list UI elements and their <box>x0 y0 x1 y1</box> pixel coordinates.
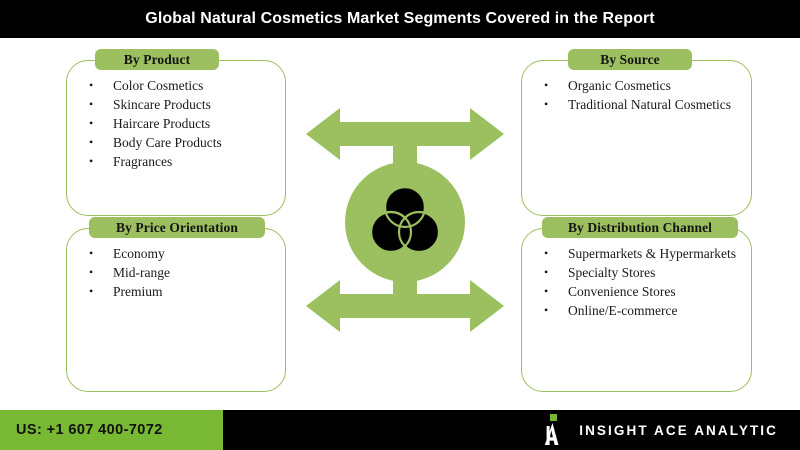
segment-panel-by-distribution-channel: By Distribution Channel Supermarkets & H… <box>521 217 752 392</box>
panel-header-by-price-orientation: By Price Orientation <box>89 217 265 238</box>
list-item: Supermarkets & Hypermarkets <box>540 244 741 264</box>
list-item: Convenience Stores <box>540 282 741 302</box>
panel-title: By Distribution Channel <box>567 219 713 235</box>
footer-phone-number: US: +1 607 400-7072 <box>16 422 163 438</box>
list-item: Economy <box>85 244 275 264</box>
list-item: Body Care Products <box>85 133 275 153</box>
list-item: Organic Cosmetics <box>540 76 741 96</box>
panel-header-by-source: By Source <box>568 49 692 70</box>
segment-panel-by-product: By Product Color Cosmetics Skincare Prod… <box>66 49 286 216</box>
list-item: Skincare Products <box>85 95 275 115</box>
brand-name-text: INSIGHT ACE ANALYTIC <box>579 422 778 438</box>
list-item: Specialty Stores <box>540 263 741 283</box>
footer-brand: INSIGHT ACE ANALYTIC <box>541 410 778 450</box>
list-item: Color Cosmetics <box>85 76 275 96</box>
center-hub <box>300 100 510 340</box>
panel-header-by-product: By Product <box>95 49 219 70</box>
panel-title: By Price Orientation <box>116 219 238 235</box>
list-item: Mid-range <box>85 263 275 283</box>
segment-panel-by-source: By Source Organic Cosmetics Traditional … <box>521 49 752 216</box>
arrow-top-right-icon <box>405 108 504 160</box>
list-item: Fragrances <box>85 152 275 172</box>
panel-header-by-distribution-channel: By Distribution Channel <box>542 217 738 238</box>
title-bar: Global Natural Cosmetics Market Segments… <box>0 0 800 38</box>
page-title: Global Natural Cosmetics Market Segments… <box>145 10 655 27</box>
panel-item-list: Organic Cosmetics Traditional Natural Co… <box>522 76 751 115</box>
insight-ace-analytic-logo-icon <box>541 414 565 446</box>
arrow-bottom-right-icon <box>405 280 504 332</box>
venn-three-circles-icon <box>369 185 441 254</box>
arrow-top-left-icon <box>306 108 405 160</box>
panel-item-list: Supermarkets & Hypermarkets Specialty St… <box>522 244 751 321</box>
arrow-bottom-left-icon <box>306 280 405 332</box>
list-item: Online/E-commerce <box>540 301 741 321</box>
list-item: Premium <box>85 282 275 302</box>
segment-panel-by-price-orientation: By Price Orientation Economy Mid-range P… <box>66 217 286 392</box>
panel-item-list: Color Cosmetics Skincare Products Hairca… <box>67 76 285 172</box>
panel-title: By Product <box>123 51 191 67</box>
footer-bar: US: +1 607 400-7072 INSIGHT ACE ANALYTIC <box>0 410 800 450</box>
list-item: Traditional Natural Cosmetics <box>540 95 741 115</box>
list-item: Haircare Products <box>85 114 275 134</box>
panel-title: By Source <box>600 51 660 67</box>
panel-item-list: Economy Mid-range Premium <box>67 244 285 302</box>
footer-phone-block[interactable]: US: +1 607 400-7072 <box>0 410 223 450</box>
